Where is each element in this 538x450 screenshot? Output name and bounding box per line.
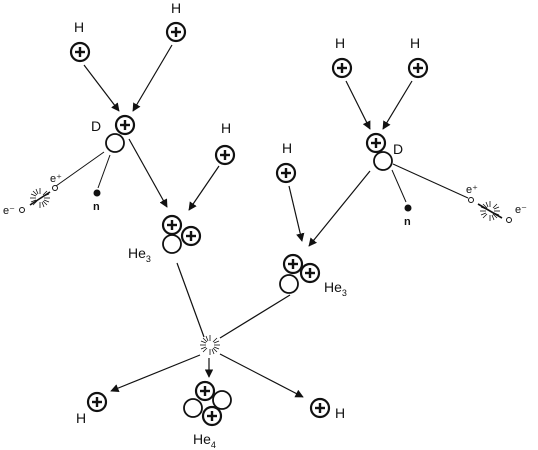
positron-track bbox=[55, 151, 105, 187]
merge-track bbox=[219, 294, 291, 339]
electron-dot bbox=[19, 207, 25, 213]
fusion-arrow bbox=[132, 44, 173, 112]
hydrogen-proton-3: H bbox=[214, 120, 236, 166]
hydrogen-proton-2: H bbox=[165, 0, 187, 43]
electron-dot bbox=[506, 217, 512, 223]
helium3-nucleus-left: He3 bbox=[128, 214, 202, 264]
positron-dot bbox=[52, 185, 58, 191]
electron-label: e⁻ bbox=[3, 205, 15, 217]
hydrogen-label: H bbox=[335, 35, 345, 51]
neutrino-track bbox=[97, 154, 111, 189]
fusion-arrow bbox=[288, 185, 305, 242]
hydrogen-proton-4: H bbox=[331, 35, 353, 79]
annihilation-burst bbox=[477, 200, 503, 222]
neutrino-track bbox=[391, 169, 407, 203]
helium4-nucleus: He4 bbox=[183, 380, 232, 450]
positron-label: e⁺ bbox=[466, 184, 478, 196]
helium3-nucleus-right: He3 bbox=[279, 253, 347, 298]
hydrogen-label: H bbox=[282, 140, 292, 156]
hydrogen-label: H bbox=[171, 0, 181, 16]
neutrino-dot bbox=[404, 204, 412, 212]
annihilation-burst bbox=[29, 187, 51, 209]
helium3-label: He3 bbox=[324, 279, 347, 298]
fusion-arrow bbox=[308, 170, 371, 247]
helium3-label: He3 bbox=[128, 245, 151, 264]
hydrogen-product-right: H bbox=[309, 397, 345, 421]
deuterium-label: D bbox=[91, 118, 101, 134]
neutrino-label: n bbox=[404, 216, 411, 228]
hydrogen-label: H bbox=[221, 120, 231, 136]
hydrogen-label: H bbox=[335, 405, 345, 421]
positron-label: e⁺ bbox=[50, 173, 62, 185]
product-arrow bbox=[219, 353, 304, 398]
fusion-arrow bbox=[188, 165, 220, 211]
fusion-arrow bbox=[128, 138, 168, 208]
electron-label: e⁻ bbox=[515, 204, 527, 216]
collision-burst bbox=[199, 334, 221, 356]
hydrogen-product-left: H bbox=[76, 391, 108, 426]
deuterium-nucleus: D bbox=[365, 132, 403, 171]
neutrino-label: n bbox=[93, 201, 100, 213]
hydrogen-label: H bbox=[410, 35, 420, 51]
merge-track bbox=[176, 262, 205, 338]
fusion-arrow bbox=[83, 64, 120, 112]
left-branch: H H D n e⁺ e⁻ H bbox=[3, 0, 236, 264]
neutrino-dot bbox=[93, 189, 101, 197]
hydrogen-label: H bbox=[76, 410, 86, 426]
positron-dot bbox=[468, 197, 474, 203]
hydrogen-proton-5: H bbox=[407, 35, 429, 79]
fusion-arrow bbox=[382, 80, 413, 130]
right-branch: H H D n e⁺ e⁻ H bbox=[275, 35, 527, 298]
fusion-arrow bbox=[345, 80, 371, 130]
hydrogen-proton-6: H bbox=[275, 140, 297, 184]
helium4-label: He4 bbox=[193, 431, 216, 450]
deuterium-nucleus: D bbox=[91, 114, 136, 153]
hydrogen-proton-1: H bbox=[69, 19, 91, 63]
deuterium-label: D bbox=[393, 141, 403, 157]
positron-track bbox=[392, 163, 469, 199]
product-arrow bbox=[110, 354, 201, 393]
hydrogen-label: H bbox=[74, 19, 84, 35]
final-fusion: H H He4 bbox=[76, 262, 345, 450]
